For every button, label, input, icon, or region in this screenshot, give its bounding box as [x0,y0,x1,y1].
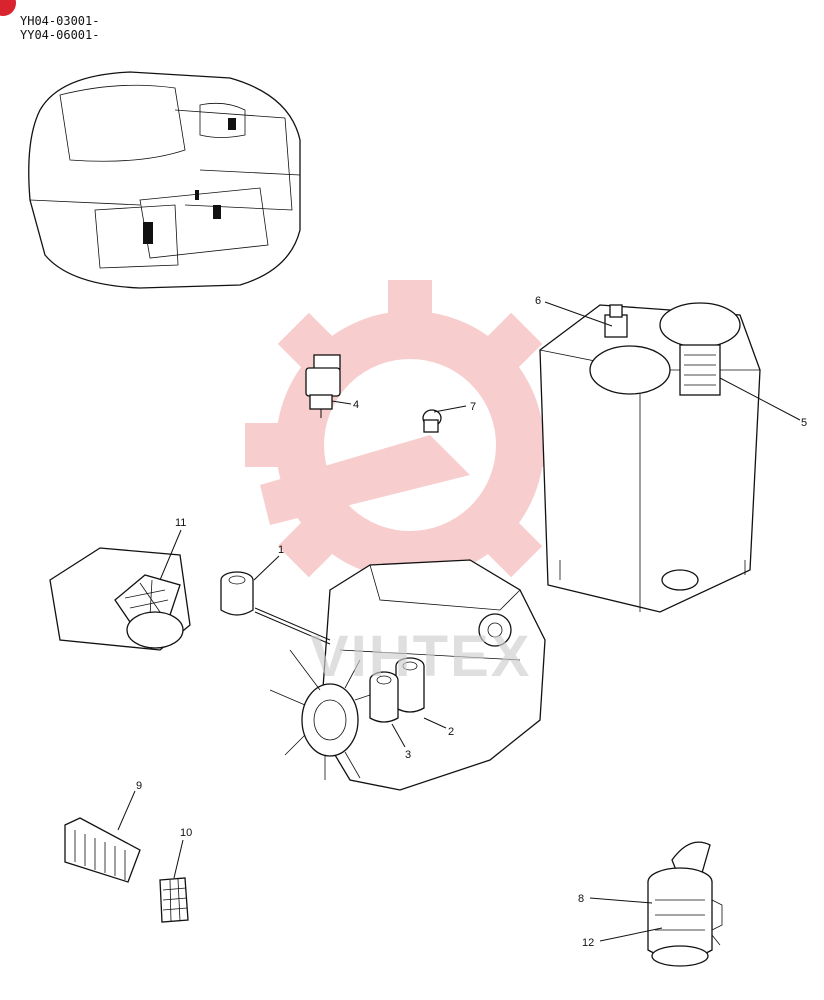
water-separator-part-7 [422,409,442,433]
watermark-gear-icon [245,280,575,610]
callout-2: 2 [448,726,454,738]
serial-range: YH04-03001- YY04-06001- [20,14,99,42]
serial-line-2: YY04-06001- [20,28,100,42]
oil-filter-part-3 [369,671,399,723]
oil-filter-part-1 [220,571,254,616]
fuel-filter-part-2 [395,657,425,713]
air-element-part-9 [64,817,141,883]
callout-9: 9 [136,780,142,792]
serial-line-1: YH04-03001- [20,14,100,28]
callout-5: 5 [801,417,807,429]
callout-10: 10 [180,827,192,839]
air-element-part-10 [159,877,189,923]
engine-assembly [254,559,546,791]
watermark-text: VIHTEX [310,624,532,689]
watermark-gear-tooth [277,312,338,373]
callout-8: 8 [578,893,584,905]
hydraulic-tank [539,302,761,613]
callout-3: 3 [405,749,411,761]
watermark-gear-tooth [277,517,338,578]
callout-1: 1 [278,544,284,556]
watermark-gear-tooth [388,280,432,320]
callout-6: 6 [535,295,541,307]
callout-12: 12 [582,937,594,949]
callout-11: 11 [175,517,186,529]
machine-overview [28,71,301,289]
callout-labels: 1 2 3 4 5 6 7 8 9 10 11 12 [136,295,807,949]
watermark-gear-tooth [245,423,285,467]
air-cleaner-assy-part-11 [49,547,191,651]
callout-7: 7 [470,401,476,413]
corner-badge [0,0,16,16]
fuel-filter-part-4 [305,354,341,418]
leader-lines [117,301,801,942]
watermark-gear-tooth [482,312,543,373]
watermark-gear-tooth [482,517,543,578]
breather-assy-part-8-12 [647,841,723,967]
callout-4: 4 [353,399,359,411]
